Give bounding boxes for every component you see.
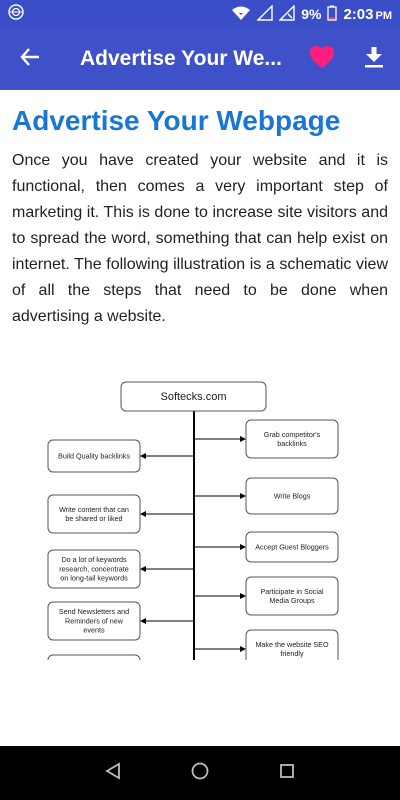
signal-icon-2 <box>278 3 295 24</box>
diagram-left-3-text: Reminders of new <box>65 616 124 625</box>
diagram-right-arrow-2-head <box>240 544 246 550</box>
diagram-right-0-text: backlinks <box>277 439 307 448</box>
diagram-left-1-text: Write content that can <box>59 505 129 514</box>
signal-icon-1 <box>256 3 273 24</box>
triangle-back-icon <box>104 761 122 785</box>
diagram-left-4-box <box>47 654 141 660</box>
diagram-left-2-text: research, concentrate <box>59 564 129 573</box>
diagram-left-3-text: Send Newsletters and <box>59 607 129 616</box>
square-recents-icon <box>278 762 296 785</box>
diagram-top-box <box>120 381 267 412</box>
diagram-left-0-text: Build Quality backlinks <box>58 451 130 460</box>
favorite-button[interactable] <box>296 28 348 90</box>
wifi-icon <box>231 5 251 24</box>
diagram-left-2-text: on long-tail keywords <box>60 574 128 583</box>
article-paragraph: Once you have created your website and i… <box>12 152 388 325</box>
battery-percent: 9% <box>301 6 322 22</box>
nav-home-button[interactable] <box>180 753 220 793</box>
diagram-left-1-text: be shared or liked <box>65 514 122 523</box>
diagram-right-1-text: Write Blogs <box>274 491 311 500</box>
nav-back-button[interactable] <box>93 753 133 793</box>
diagram-left-3-text: events <box>83 626 105 635</box>
diagram-left-arrow-1-head <box>140 511 146 517</box>
diagram-right-arrow-4-head <box>240 646 246 652</box>
diagram-right-arrow-0-head <box>240 436 246 442</box>
diagram-right-3-text: Participate in Social <box>260 587 324 596</box>
status-left <box>8 3 24 25</box>
navigation-bar <box>0 746 400 800</box>
page-heading: Advertise Your Webpage <box>12 105 341 136</box>
diagram-right-0-text: Grab competitor's <box>264 430 321 439</box>
diagram-right-3-text: Media Groups <box>269 596 315 605</box>
diagram-left-arrow-0-head <box>140 453 146 459</box>
diagram-top-text: Softecks.com <box>160 391 226 403</box>
diagram-left-arrow-3-head <box>140 618 146 624</box>
battery-icon <box>327 5 338 24</box>
download-button[interactable] <box>348 28 400 90</box>
clock: 2:03 <box>343 5 374 23</box>
notification-icon <box>8 3 24 25</box>
diagram-right-4-text: Make the website SEO <box>255 640 329 649</box>
diagram-left-2-text: Do a lot of keywords <box>61 555 127 564</box>
arrow-left-icon <box>19 46 41 73</box>
diagram-right-4-text: friendly <box>280 649 304 658</box>
clock-ampm: PM <box>375 9 393 22</box>
diagram-right-arrow-3-head <box>240 593 246 599</box>
download-icon <box>364 46 384 73</box>
app-title: Advertise Your We... <box>80 47 282 70</box>
nav-recents-button[interactable] <box>267 753 307 793</box>
diagram-right-2-text: Accept Guest Bloggers <box>255 542 329 551</box>
diagram-left-arrow-2-head <box>140 566 146 572</box>
app-bar: Advertise Your We... <box>0 28 400 90</box>
diagram-right-arrow-1-head <box>240 493 246 499</box>
back-button[interactable] <box>0 28 60 90</box>
heart-icon <box>309 45 335 74</box>
content-area[interactable]: Advertise Your Webpage Once you have cre… <box>0 90 400 746</box>
circle-home-icon <box>190 761 210 786</box>
